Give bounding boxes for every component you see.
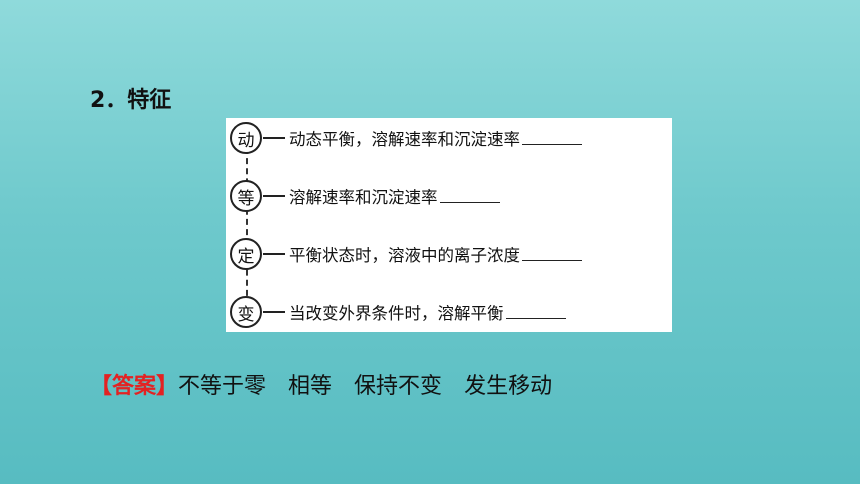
feature-row-deng: 等 溶解速率和沉淀速率 <box>230 178 670 214</box>
node-dong: 动 <box>230 122 262 154</box>
answer-label: 【答案】 <box>90 374 179 399</box>
answer-item: 发生移动 <box>464 374 553 399</box>
section-heading: 2．特征 <box>90 88 172 113</box>
answer-item: 相等 <box>288 374 333 399</box>
feature-row-bian: 变 当改变外界条件时，溶解平衡 <box>230 294 670 330</box>
row-text: 当改变外界条件时，溶解平衡 <box>289 300 566 324</box>
answer-blank <box>522 246 582 261</box>
feature-row-dong: 动 动态平衡，溶解速率和沉淀速率 <box>230 120 670 156</box>
row-connector <box>263 253 285 255</box>
connector-chain <box>246 148 248 306</box>
answer-blank <box>522 130 582 145</box>
answer-line: 【答案】不等于零相等保持不变发生移动 <box>90 368 574 400</box>
node-bian: 变 <box>230 296 262 328</box>
node-ding: 定 <box>230 238 262 270</box>
node-deng: 等 <box>230 180 262 212</box>
answer-blank <box>439 188 500 203</box>
row-connector <box>263 195 285 197</box>
answer-item: 不等于零 <box>178 374 267 399</box>
answer-item: 保持不变 <box>354 374 443 399</box>
feature-row-ding: 定 平衡状态时，溶液中的离子浓度 <box>230 236 670 272</box>
row-connector <box>263 311 285 313</box>
answer-blank <box>505 304 566 319</box>
row-connector <box>263 137 285 139</box>
row-text: 平衡状态时，溶液中的离子浓度 <box>289 242 582 266</box>
feature-diagram: 动 动态平衡，溶解速率和沉淀速率 等 溶解速率和沉淀速率 定 平衡状态时，溶液中… <box>226 118 672 332</box>
row-text: 溶解速率和沉淀速率 <box>289 184 500 208</box>
row-text: 动态平衡，溶解速率和沉淀速率 <box>289 126 582 150</box>
